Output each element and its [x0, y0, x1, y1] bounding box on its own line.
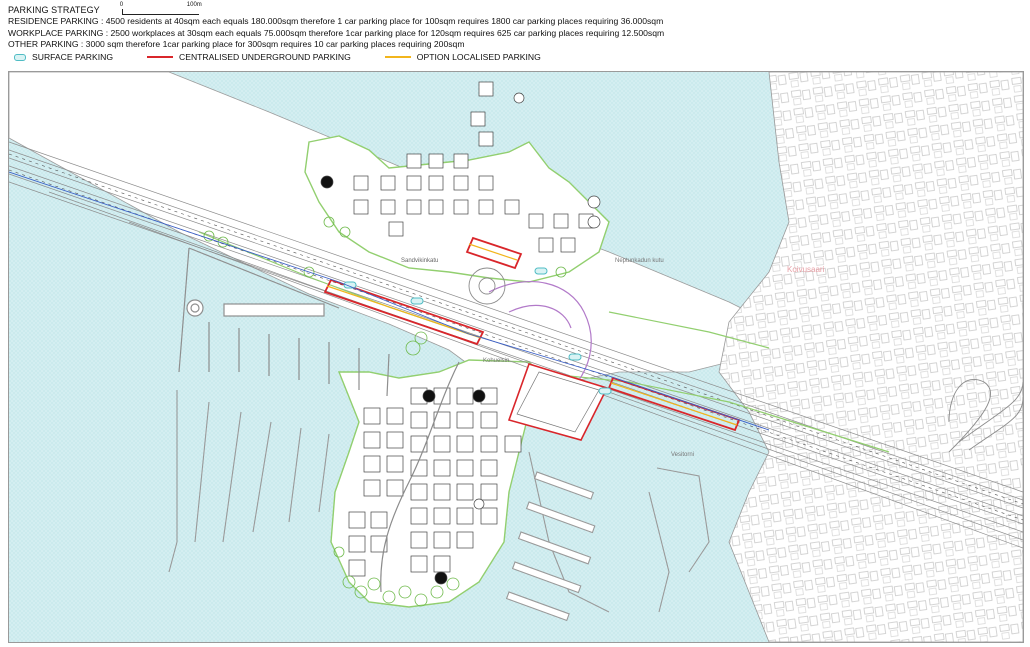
scale-bar: 0 100m — [119, 2, 202, 16]
map-canvas: Sandvikinkatu Neptunkadun kutu Kohuelsin… — [9, 72, 1023, 642]
site-plan-map[interactable]: Sandvikinkatu Neptunkadun kutu Kohuelsin… — [8, 71, 1024, 643]
scale-end-label: 100m — [186, 2, 202, 8]
east-highway-loop — [948, 379, 1023, 453]
other-parking-text: OTHER PARKING : 3000 sqm therefore 1car … — [8, 39, 465, 49]
blue-transit-line — [9, 171, 770, 431]
title-row: PARKING STRATEGY 0 100m — [8, 2, 1022, 16]
southwest-piers — [168, 390, 330, 573]
legend-label-localised: OPTION LOCALISED PARKING — [416, 51, 541, 62]
workplace-parking-text: WORKPLACE PARKING : 2500 workplaces at 3… — [8, 27, 665, 38]
southeast-piers — [505, 451, 710, 622]
localised-parking — [326, 243, 738, 426]
north-island-buildings — [320, 81, 601, 253]
red-line-swatch — [147, 56, 174, 59]
map-header: PARKING STRATEGY 0 100m RESIDENCE PARKIN… — [8, 2, 1022, 63]
street-label-north: Sandvikinkatu — [401, 258, 438, 264]
legend-label-surface: SURFACE PARKING — [32, 51, 114, 62]
roundabout — [468, 267, 506, 305]
street-label-south: Vesitorni — [671, 452, 694, 458]
east-urban-land — [718, 72, 1023, 642]
legend-item-underground: CENTRALISED UNDERGROUND PARKING — [147, 52, 351, 64]
south-peninsula-path — [380, 361, 460, 593]
scale-bar-ticks — [121, 9, 199, 15]
street-label-mid: Kohuelsin — [483, 358, 509, 364]
legend-item-surface: SURFACE PARKING — [8, 52, 113, 64]
residence-parking-text: RESIDENCE PARKING : 4500 residents at 40… — [8, 16, 664, 26]
surface-parking — [343, 267, 612, 395]
page-title: PARKING STRATEGY — [8, 4, 100, 15]
district-label: Koivusaari — [787, 265, 825, 274]
south-peninsula-buildings — [348, 387, 522, 585]
tree-clusters — [203, 216, 567, 607]
west-marina-piers — [178, 247, 390, 397]
surface-parking-icon — [14, 53, 26, 61]
street-label-east: Neptunkadun kutu — [615, 258, 664, 264]
central-quay — [507, 363, 609, 441]
orange-line-swatch — [384, 56, 411, 59]
purple-loop-road — [488, 281, 592, 393]
legend-label-underground: CENTRALISED UNDERGROUND PARKING — [179, 51, 351, 62]
map-legend: SURFACE PARKING CENTRALISED UNDERGROUND … — [8, 52, 1022, 64]
legend-item-localised: OPTION LOCALISED PARKING — [384, 51, 541, 64]
scale-start-label: 0 — [119, 2, 124, 8]
